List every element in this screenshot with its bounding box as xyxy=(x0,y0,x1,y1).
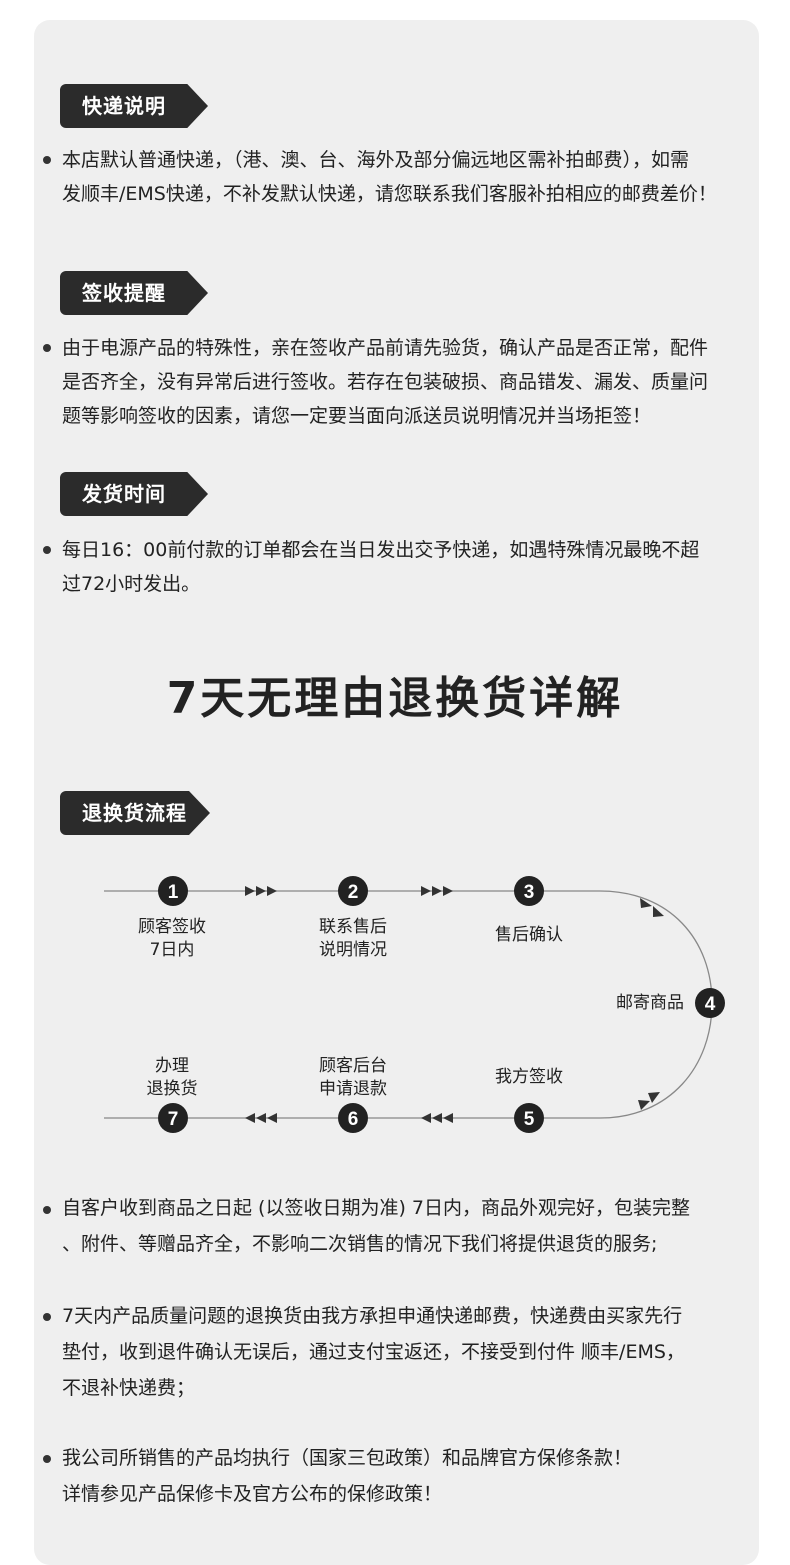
text-line: 本店默认普通快递，（港、澳、台、海外及部分偏远地区需补拍邮费），如需 xyxy=(62,149,690,171)
text-line: 是否齐全，没有异常后进行签收。若存在包装破损、商品错发、漏发、质量问 xyxy=(62,371,709,393)
step-label-2: 联系售后 说明情况 xyxy=(293,916,413,962)
step-label-line: 申请退款 xyxy=(319,1079,387,1099)
text-line: 过72小时发出。 xyxy=(62,573,201,595)
return-policy-title: 7天无理由退换货详解 xyxy=(166,673,624,724)
text-line: 详情参见产品保修卡及官方公布的保修政策！ xyxy=(62,1483,443,1505)
step-circle-3: 3 xyxy=(514,876,544,906)
step-label-4: 邮寄商品 xyxy=(590,992,710,1015)
step-circle-2: 2 xyxy=(338,876,368,906)
step-circle-4: 4 xyxy=(695,988,725,1018)
bullet-dot xyxy=(43,1455,51,1463)
text-line: 我公司所销售的产品均执行（国家三包政策）和品牌官方保修条款！ xyxy=(62,1447,633,1469)
step-circle-1: 1 xyxy=(158,876,188,906)
step-label-6: 顾客后台 申请退款 xyxy=(293,1055,413,1101)
arrow-group-2 xyxy=(421,886,453,896)
bullet-dot xyxy=(43,1206,51,1214)
step-number: 6 xyxy=(348,1109,359,1130)
text-line: 题等影响签收的因素，请您一定要当面向派送员说明情况并当场拒签！ xyxy=(62,405,652,427)
bullet-dot xyxy=(43,344,51,352)
step-label-line: 办理 xyxy=(155,1056,189,1076)
step-number: 3 xyxy=(524,882,535,903)
delivery-time-paragraph: 每日16：00前付款的订单都会在当日发出交予快递，如遇特殊情况最晚不超 过72小… xyxy=(62,533,754,601)
step-number: 2 xyxy=(348,882,359,903)
step-number: 4 xyxy=(705,994,716,1015)
arrow-group-1 xyxy=(245,886,277,896)
step-number: 1 xyxy=(168,882,179,903)
step-label-line: 联系售后 xyxy=(319,917,387,937)
step-label-1: 顾客签收 7日内 xyxy=(112,916,232,962)
receipt-tag: 签收提醒 xyxy=(60,271,208,315)
step-circle-6: 6 xyxy=(338,1103,368,1133)
arrow-group-4 xyxy=(245,1113,277,1123)
step-label-line: 邮寄商品 xyxy=(616,993,684,1013)
policy-paragraph-3: 我公司所销售的产品均执行（国家三包政策）和品牌官方保修条款！ 详情参见产品保修卡… xyxy=(62,1440,754,1512)
step-label-line: 退换货 xyxy=(146,1079,198,1099)
step-circle-7: 7 xyxy=(158,1103,188,1133)
policy-paragraph-2: 7天内产品质量问题的退换货由我方承担申通快递邮费，快递费由买家先行 垫付，收到退… xyxy=(62,1298,754,1406)
arrow-group-3 xyxy=(421,1113,453,1123)
text-line: 7天内产品质量问题的退换货由我方承担申通快递邮费，快递费由买家先行 xyxy=(62,1305,683,1327)
step-label-line: 顾客后台 xyxy=(319,1056,387,1076)
text-line: 不退补快递费； xyxy=(62,1377,196,1399)
shipping-tag: 快递说明 xyxy=(60,84,208,128)
step-label-5: 我方签收 xyxy=(469,1066,589,1089)
step-label-3: 售后确认 xyxy=(469,924,589,947)
arrow-group-curve-bottom xyxy=(638,1092,660,1110)
arrow-group-curve-top xyxy=(640,898,664,917)
text-line: 、附件、等赠品齐全，不影响二次销售的情况下我们将提供退货的服务; xyxy=(62,1233,658,1255)
bullet-dot xyxy=(43,156,51,164)
return-process-flow: 1 2 3 4 5 6 7 xyxy=(104,876,725,1133)
text-line: 发顺丰/EMS快递，不补发默认快递，请您联系我们客服补拍相应的邮费差价！ xyxy=(62,183,717,205)
bullet-dot xyxy=(43,546,51,554)
step-label-line: 售后确认 xyxy=(495,925,563,945)
text-line: 垫付，收到退件确认无误后，通过支付宝返还，不接受到付件 顺丰/EMS， xyxy=(62,1341,685,1363)
step-label-line: 7日内 xyxy=(149,940,195,960)
text-line: 自客户收到商品之日起 (以签收日期为准) 7日内，商品外观完好，包装完整 xyxy=(62,1197,690,1219)
step-label-line: 说明情况 xyxy=(319,940,387,960)
process-tag: 退换货流程 xyxy=(60,791,210,835)
step-number: 7 xyxy=(168,1109,179,1130)
receipt-paragraph: 由于电源产品的特殊性，亲在签收产品前请先验货，确认产品是否正常，配件 是否齐全，… xyxy=(62,331,754,433)
bullet-dot xyxy=(43,1313,51,1321)
text-line: 每日16：00前付款的订单都会在当日发出交予快递，如遇特殊情况最晚不超 xyxy=(62,539,700,561)
step-label-line: 我方签收 xyxy=(495,1067,563,1087)
step-label-line: 顾客签收 xyxy=(138,917,206,937)
policy-paragraph-1: 自客户收到商品之日起 (以签收日期为准) 7日内，商品外观完好，包装完整 、附件… xyxy=(62,1190,754,1262)
text-line: 由于电源产品的特殊性，亲在签收产品前请先验货，确认产品是否正常，配件 xyxy=(62,337,709,359)
delivery-time-tag: 发货时间 xyxy=(60,472,208,516)
step-label-7: 办理 退换货 xyxy=(112,1055,232,1101)
shipping-paragraph: 本店默认普通快递，（港、澳、台、海外及部分偏远地区需补拍邮费），如需 发顺丰/E… xyxy=(62,143,754,211)
step-circle-5: 5 xyxy=(514,1103,544,1133)
step-number: 5 xyxy=(524,1109,535,1130)
